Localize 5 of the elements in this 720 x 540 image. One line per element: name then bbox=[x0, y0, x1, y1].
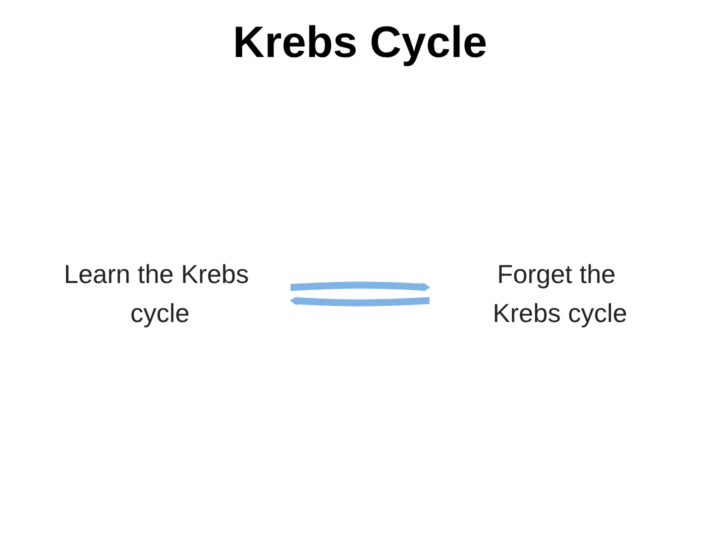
arrow bbox=[290, 296, 430, 306]
arrow bbox=[290, 282, 430, 292]
node-text: Forget the Krebs cycle bbox=[492, 259, 628, 328]
title: Krebs Cycle bbox=[232, 18, 488, 68]
node-text: Learn the Krebs cycle bbox=[64, 259, 249, 328]
